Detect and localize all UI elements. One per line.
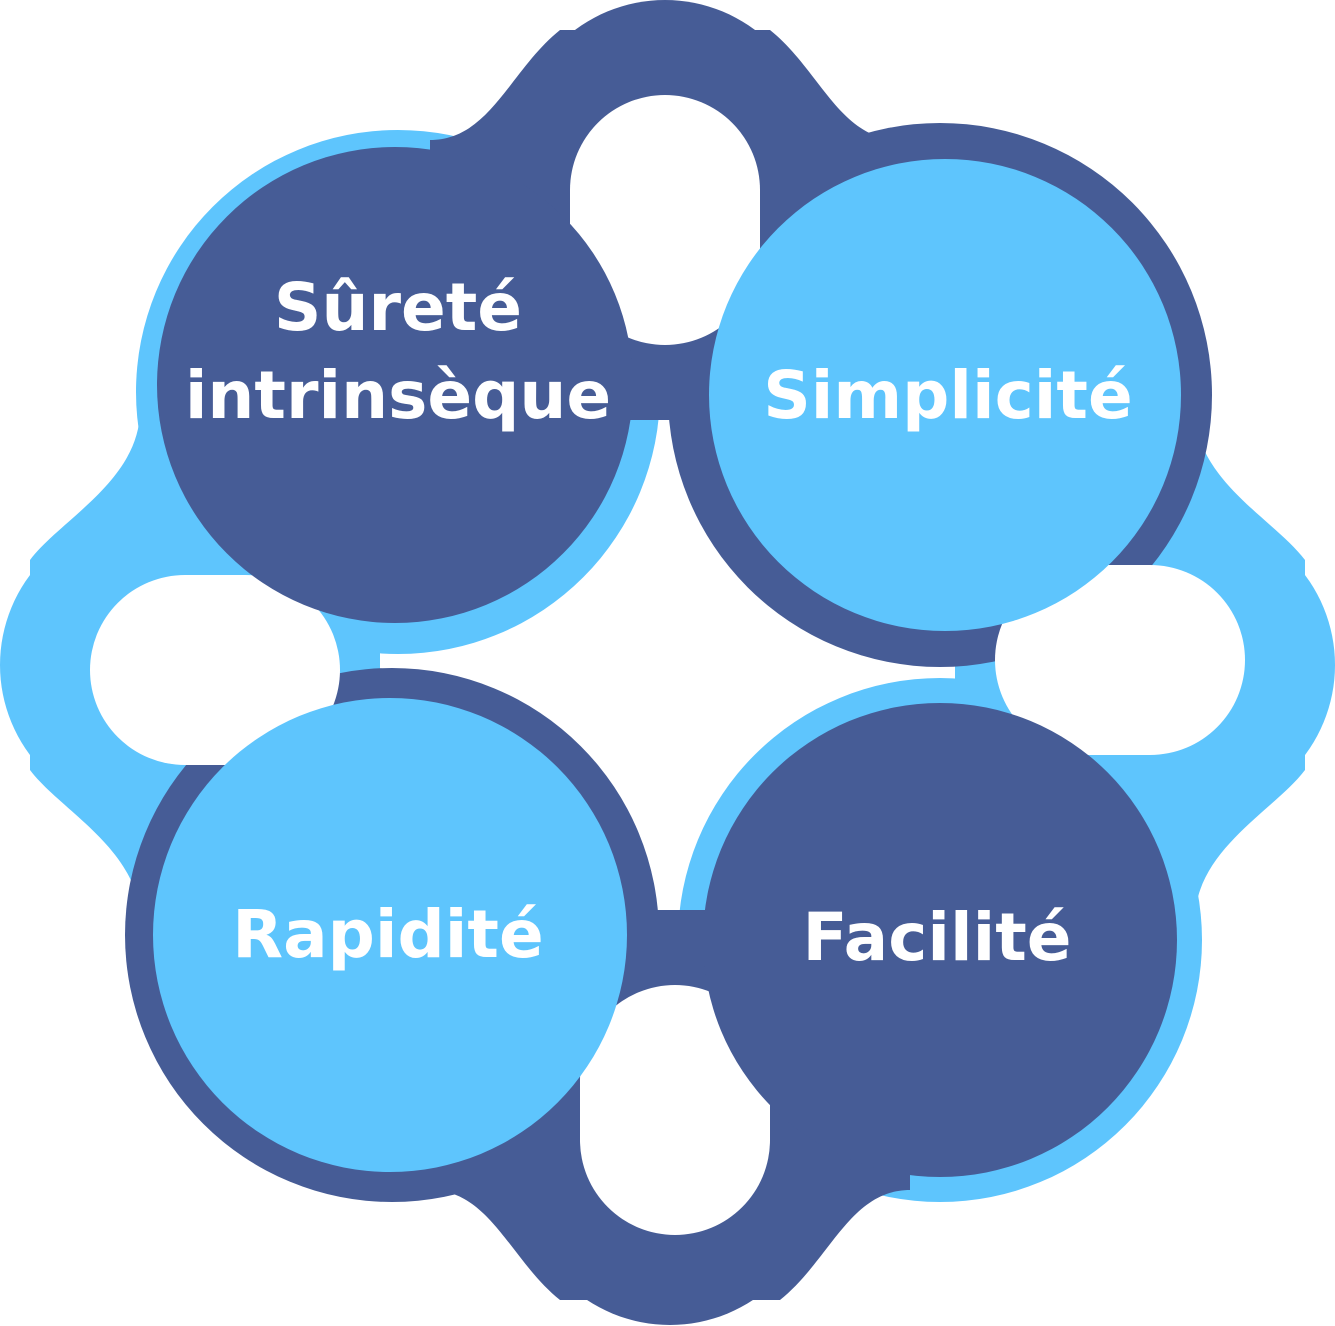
node-circle-top-left [157, 147, 633, 623]
node-circle-bottom-right [703, 703, 1177, 1177]
hole-bottom [580, 985, 770, 1235]
label-facilite: Facilité [802, 899, 1071, 976]
lobe-holes [90, 95, 1245, 1235]
label-intrinseque: intrinsèque [185, 357, 611, 434]
label-surete: Sûreté [274, 269, 522, 346]
hole-left [90, 575, 340, 765]
hole-top [570, 95, 760, 345]
label-rapidite: Rapidité [232, 896, 543, 973]
node-circle-bottom-left [153, 698, 627, 1172]
hole-right [995, 565, 1245, 755]
label-simplicite: Simplicité [763, 357, 1132, 434]
node-circle-top-right [709, 159, 1181, 631]
